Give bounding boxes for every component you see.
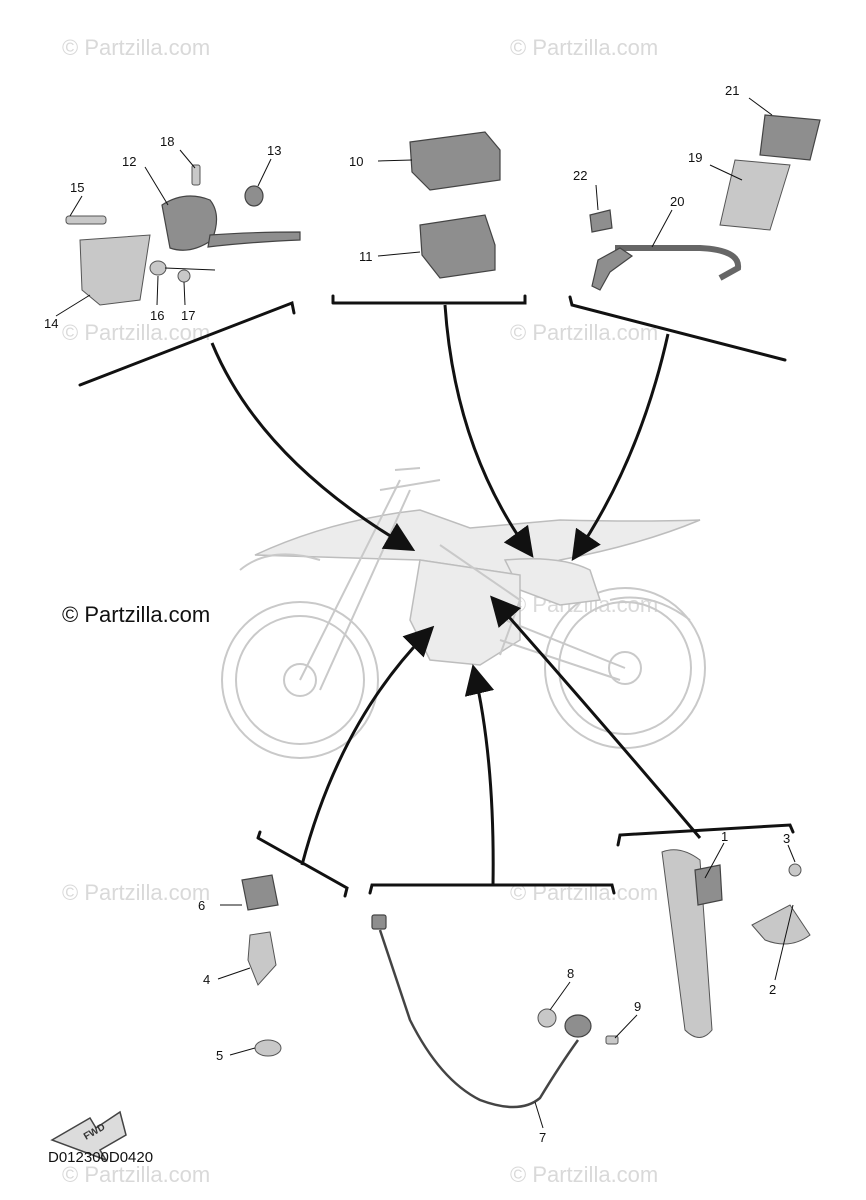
bracket-top-center — [331, 294, 527, 305]
diagram-code: D012300D0420 — [48, 1149, 153, 1166]
callout-4: 4 — [203, 972, 210, 987]
callout-15: 15 — [70, 180, 84, 195]
pickup-group — [371, 914, 619, 1109]
callout-1: 1 — [721, 829, 728, 844]
callout-2: 2 — [769, 982, 776, 997]
watermark-bottom-right: © Partzilla.com — [510, 1162, 658, 1187]
callout-12: 12 — [122, 154, 136, 169]
bracket-top-left — [78, 300, 296, 387]
callout-14: 14 — [44, 316, 58, 331]
arrow-pickup-group — [464, 664, 495, 886]
watermark-mid-right: © Partzilla.com — [510, 320, 658, 345]
watermark-top-left: © Partzilla.com — [62, 35, 210, 60]
ecu-group — [409, 131, 501, 279]
watermark-bottom-left: © Partzilla.com — [62, 1162, 210, 1187]
callout-11: 11 — [359, 249, 373, 264]
bracket-bottom-center — [368, 883, 616, 895]
callout-3: 3 — [783, 831, 790, 846]
arrow-ecu-group — [443, 304, 534, 558]
callout-8: 8 — [567, 966, 574, 981]
fwd-indicator: FWD — [50, 1110, 127, 1162]
callout-18: 18 — [160, 134, 174, 149]
callout-16: 16 — [150, 308, 164, 323]
arrow-coil-group — [490, 595, 702, 839]
callout-7: 7 — [539, 1130, 546, 1145]
sensor-group — [65, 164, 301, 306]
arrow-harness-group — [571, 333, 670, 561]
arrow-sensor-group — [210, 342, 416, 552]
bracket-top-right — [568, 295, 787, 362]
bracket-bottom-right — [616, 823, 795, 847]
callout-22: 22 — [573, 168, 587, 183]
callout-10: 10 — [349, 154, 363, 169]
sender-group — [241, 874, 282, 1057]
watermark-mid-left: © Partzilla.com — [62, 320, 210, 345]
bracket-bottom-left — [256, 830, 349, 898]
harness-group — [589, 114, 821, 291]
callout-19: 19 — [688, 150, 702, 165]
coil-group — [661, 849, 811, 1038]
watermark-main: © Partzilla.com — [62, 602, 210, 627]
motorcycle-illustration — [221, 467, 706, 759]
callout-21: 21 — [725, 83, 739, 98]
leader-lines — [55, 97, 796, 1129]
callout-9: 9 — [634, 999, 641, 1014]
callout-20: 20 — [670, 194, 684, 209]
watermark-top-right: © Partzilla.com — [510, 35, 658, 60]
callout-6: 6 — [198, 898, 205, 913]
callout-13: 13 — [267, 143, 281, 158]
watermark-low-left: © Partzilla.com — [62, 880, 210, 905]
arrow-sender-group — [300, 625, 435, 866]
callout-17: 17 — [181, 308, 195, 323]
callout-numbers: 1 2 3 4 5 6 7 8 9 10 11 12 13 14 15 16 1… — [44, 83, 790, 1145]
callout-5: 5 — [216, 1048, 223, 1063]
